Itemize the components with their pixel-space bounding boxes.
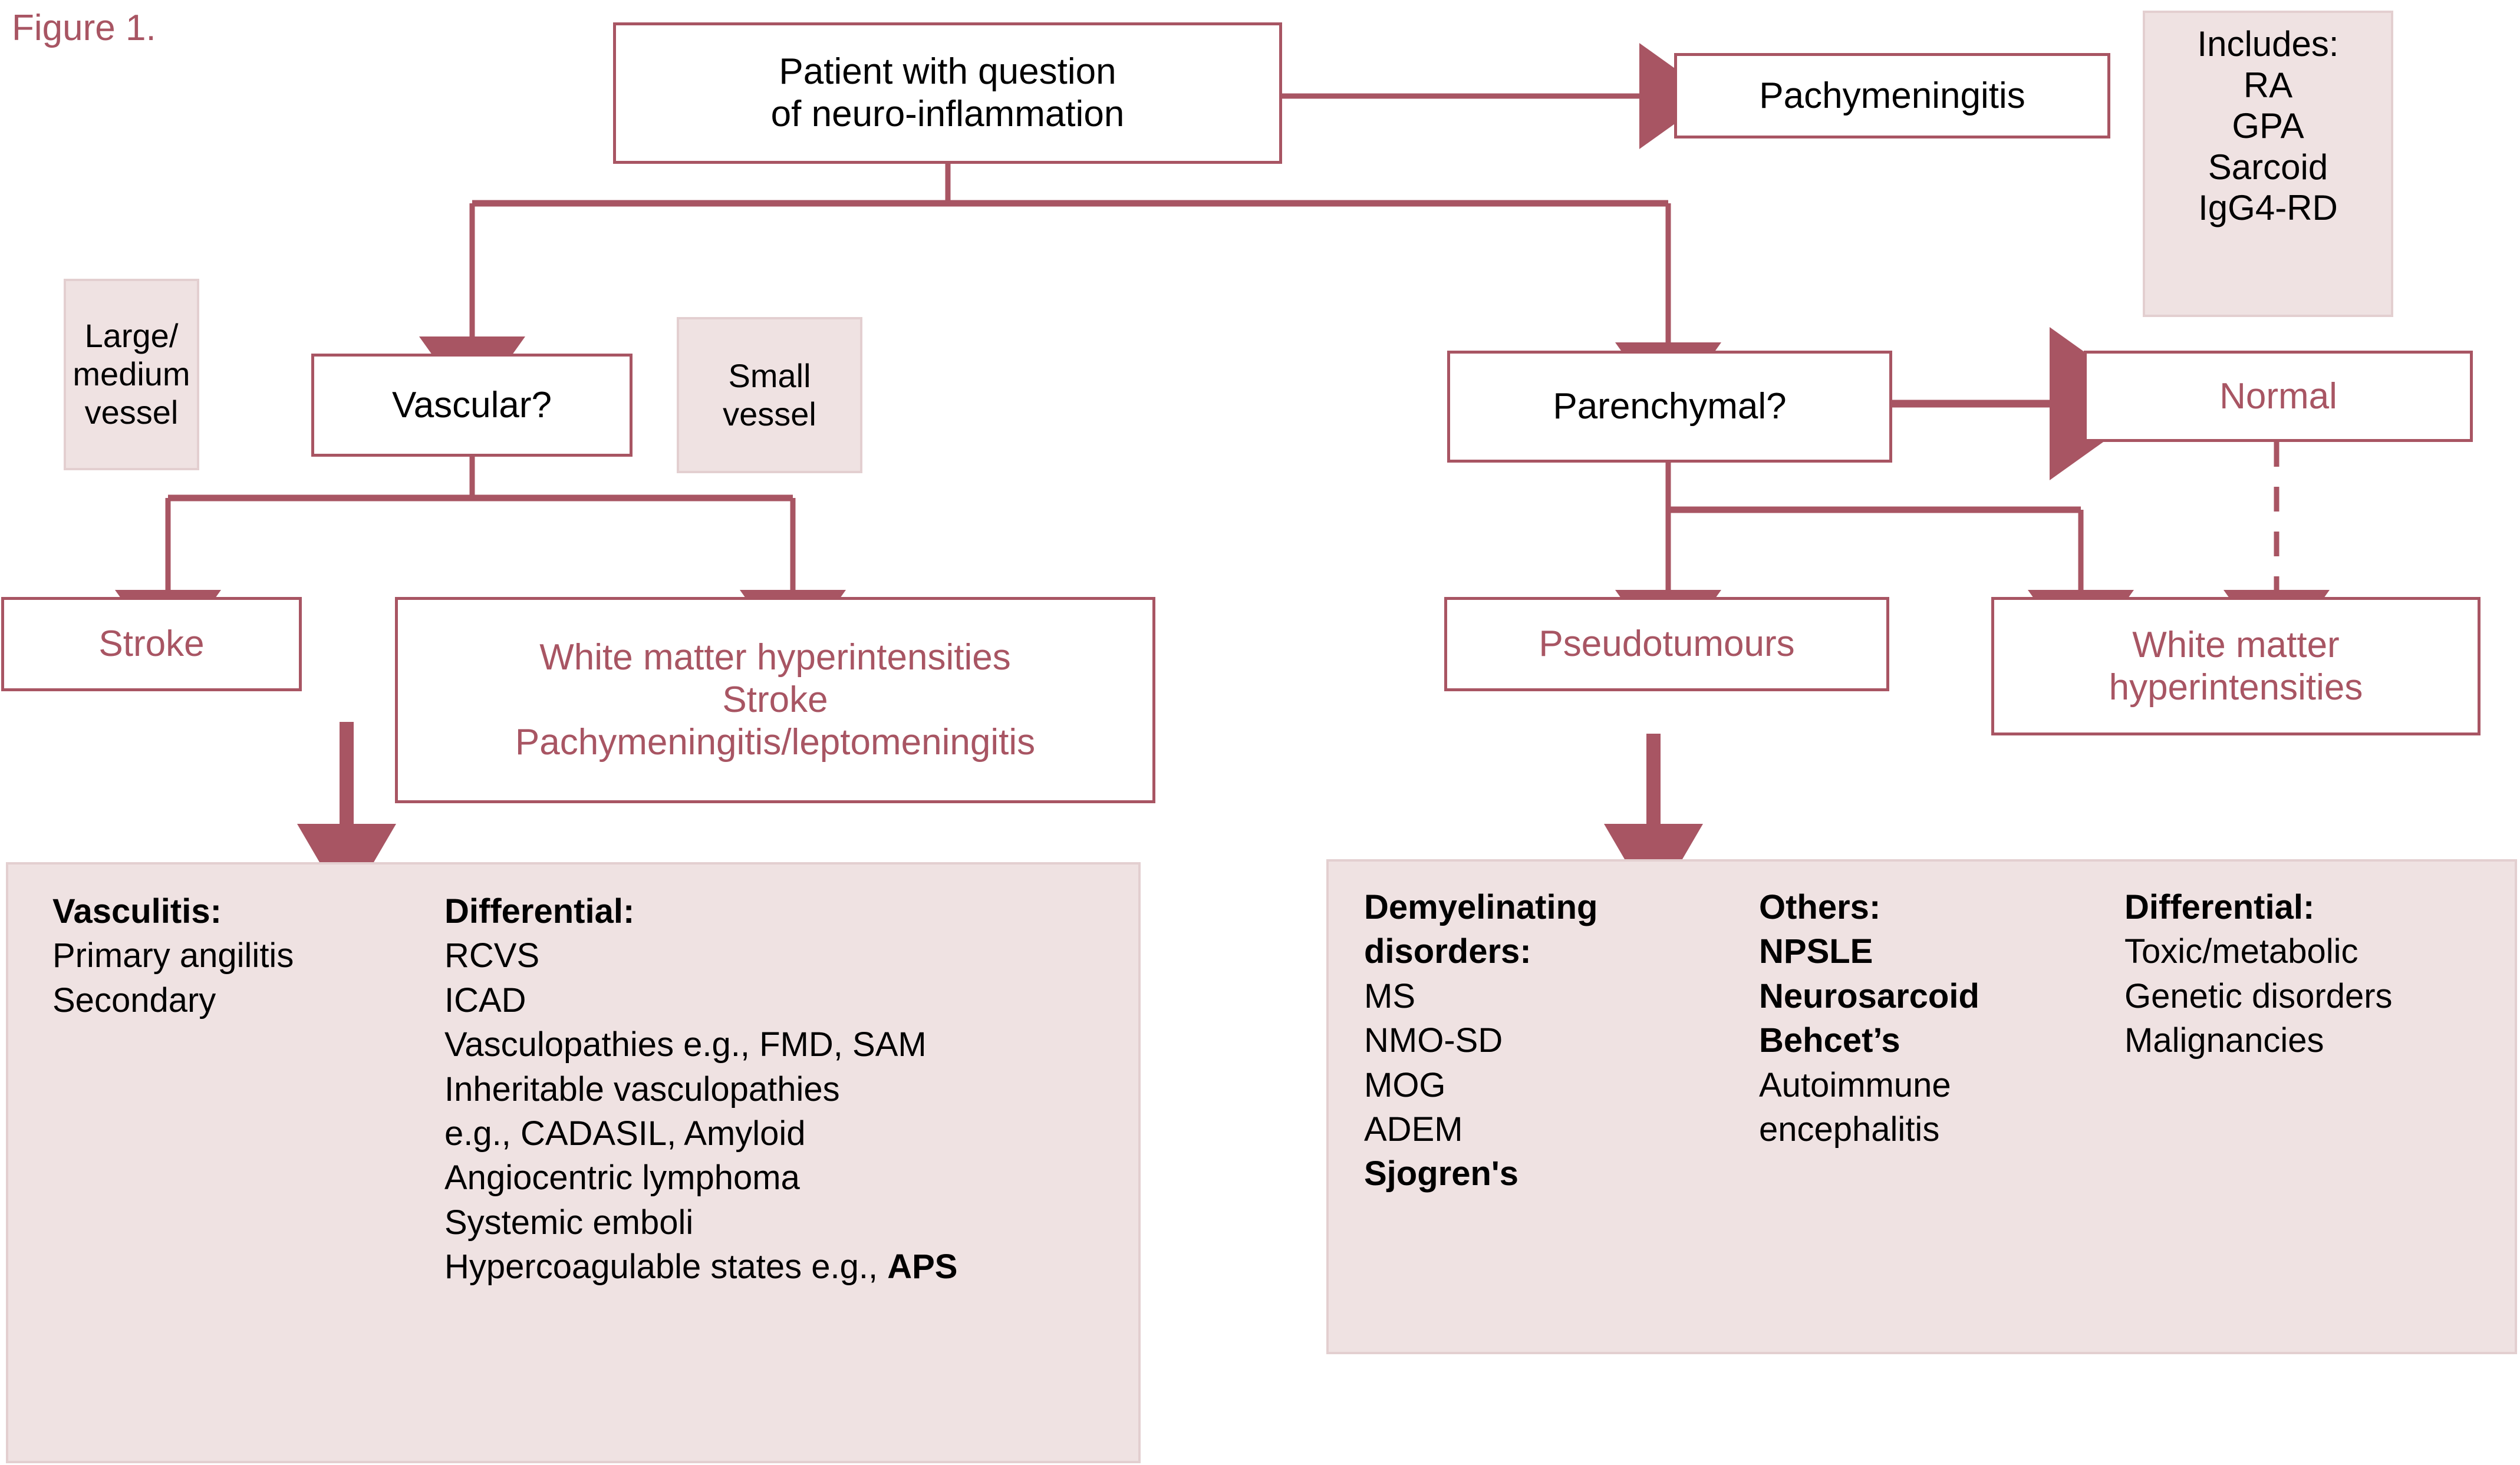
edge-parenchymal-bus bbox=[1665, 463, 2081, 513]
demyelinating-heading-line-2: disorders: bbox=[1364, 932, 1531, 971]
vasculitis-item-1: Secondary bbox=[52, 981, 216, 1019]
panel-parenchymal-differential: Demyelinating disorders: MS NMO-SD MOG A… bbox=[1326, 859, 2517, 1354]
panel-right-column-demyelinating: Demyelinating disorders: MS NMO-SD MOG A… bbox=[1329, 885, 1759, 1352]
parenchymal-label: Parenchymal? bbox=[1553, 386, 1787, 427]
left-differential-item-2: Vasculopathies e.g., FMD, SAM bbox=[444, 1025, 927, 1064]
node-large-medium-vessel[interactable]: Large/ medium vessel bbox=[64, 279, 199, 470]
figure-label: Figure 1. bbox=[12, 8, 156, 48]
panel-right-column-others: Others: NPSLE Neurosarcoid Behcet’s Auto… bbox=[1759, 885, 2124, 1352]
left-differential-item-6: Systemic emboli bbox=[444, 1203, 694, 1242]
large-medium-vessel-line-3: vessel bbox=[84, 393, 179, 431]
right-differential-item-1: Genetic disorders bbox=[2124, 976, 2393, 1015]
panel-left-column-vasculitis: Vasculitis: Primary angilitis Secondary bbox=[8, 889, 444, 1461]
others-item-2: Behcet’s bbox=[1759, 1021, 1900, 1060]
includes-item-3: IgG4-RD bbox=[2198, 188, 2338, 228]
vasculitis-heading: Vasculitis: bbox=[52, 892, 222, 931]
left-differential-item-4: e.g., CADASIL, Amyloid bbox=[444, 1114, 806, 1153]
panel-left-column-differential: Differential: RCVS ICAD Vasculopathies e… bbox=[444, 889, 1116, 1461]
normal-label: Normal bbox=[2219, 375, 2337, 417]
right-differential-item-0: Toxic/metabolic bbox=[2124, 932, 2358, 971]
includes-heading: Includes: bbox=[2197, 24, 2339, 64]
demyelinating-heading-line-1: Demyelinating bbox=[1364, 888, 1598, 926]
right-differential-heading: Differential: bbox=[2124, 888, 2315, 926]
node-normal[interactable]: Normal bbox=[2084, 351, 2473, 442]
demyelinating-item-4: Sjogren's bbox=[1364, 1154, 1518, 1193]
right-differential-item-2: Malignancies bbox=[2124, 1021, 2324, 1060]
small-vessel-line-1: Small bbox=[728, 357, 811, 394]
demyelinating-item-0: MS bbox=[1364, 976, 1415, 1015]
panel-vascular-differential: Vasculitis: Primary angilitis Secondary … bbox=[6, 862, 1141, 1463]
left-differential-item-7: Hypercoagulable states e.g., APS bbox=[444, 1245, 1116, 1289]
root-line-2: of neuro-inflammation bbox=[770, 94, 1125, 134]
includes-item-1: GPA bbox=[2232, 106, 2304, 146]
demyelinating-item-2: MOG bbox=[1364, 1065, 1446, 1104]
includes-item-0: RA bbox=[2243, 65, 2293, 105]
vasculitis-item-0: Primary angilitis bbox=[52, 936, 294, 975]
wmh-right-line-1: White matter bbox=[2132, 624, 2340, 665]
left-differential-item-5: Angiocentric lymphoma bbox=[444, 1159, 800, 1197]
others-item-3: Autoimmune bbox=[1759, 1065, 1951, 1104]
node-stroke[interactable]: Stroke bbox=[1, 597, 302, 691]
node-parenchymal[interactable]: Parenchymal? bbox=[1447, 351, 1892, 463]
node-wmh-right[interactable]: White matter hyperintensities bbox=[1991, 597, 2481, 735]
large-medium-vessel-line-1: Large/ bbox=[84, 317, 179, 355]
left-differential-item-7-text: Hypercoagulable states e.g., bbox=[444, 1248, 888, 1286]
root-line-1: Patient with question bbox=[779, 51, 1116, 93]
left-differential-item-0: RCVS bbox=[444, 936, 540, 975]
pseudotumours-label: Pseudotumours bbox=[1539, 623, 1795, 665]
wmh-right-line-2: hyperintensities bbox=[2109, 666, 2363, 708]
demyelinating-item-1: NMO-SD bbox=[1364, 1021, 1503, 1060]
others-item-4: encephalitis bbox=[1759, 1110, 1940, 1149]
node-wmh-left[interactable]: White matter hyperintensities Stroke Pac… bbox=[395, 597, 1155, 803]
wmh-left-line-1: White matter hyperintensities bbox=[539, 637, 1011, 678]
includes-item-2: Sarcoid bbox=[2208, 147, 2328, 187]
node-vascular[interactable]: Vascular? bbox=[311, 354, 633, 457]
node-pseudotumours[interactable]: Pseudotumours bbox=[1444, 597, 1889, 691]
stroke-label: Stroke bbox=[98, 623, 205, 665]
left-differential-item-7-bold: APS bbox=[887, 1248, 958, 1286]
small-vessel-line-2: vessel bbox=[723, 395, 816, 433]
vascular-label: Vascular? bbox=[391, 384, 552, 425]
others-item-0: NPSLE bbox=[1759, 932, 1873, 971]
node-small-vessel[interactable]: Small vessel bbox=[677, 317, 862, 473]
wmh-left-line-2: Stroke bbox=[722, 679, 828, 721]
pachymeningitis-label: Pachymeningitis bbox=[1759, 75, 2025, 116]
others-item-1: Neurosarcoid bbox=[1759, 976, 1979, 1015]
panel-right-column-differential: Differential: Toxic/metabolic Genetic di… bbox=[2124, 885, 2502, 1352]
left-differential-item-3: Inheritable vasculopathies bbox=[444, 1070, 840, 1108]
left-differential-heading: Differential: bbox=[444, 892, 635, 931]
others-heading: Others: bbox=[1759, 888, 1881, 926]
large-medium-vessel-line-2: medium bbox=[73, 355, 190, 393]
demyelinating-item-3: ADEM bbox=[1364, 1110, 1463, 1149]
left-differential-item-1: ICAD bbox=[444, 981, 526, 1019]
node-root[interactable]: Patient with question of neuro-inflammat… bbox=[613, 22, 1282, 164]
node-includes[interactable]: Includes: RA GPA Sarcoid IgG4-RD bbox=[2143, 11, 2393, 317]
edge-root-bus bbox=[472, 162, 1668, 207]
node-pachymeningitis[interactable]: Pachymeningitis bbox=[1674, 53, 2110, 138]
wmh-left-line-3: Pachymeningitis/leptomeningitis bbox=[515, 721, 1036, 763]
